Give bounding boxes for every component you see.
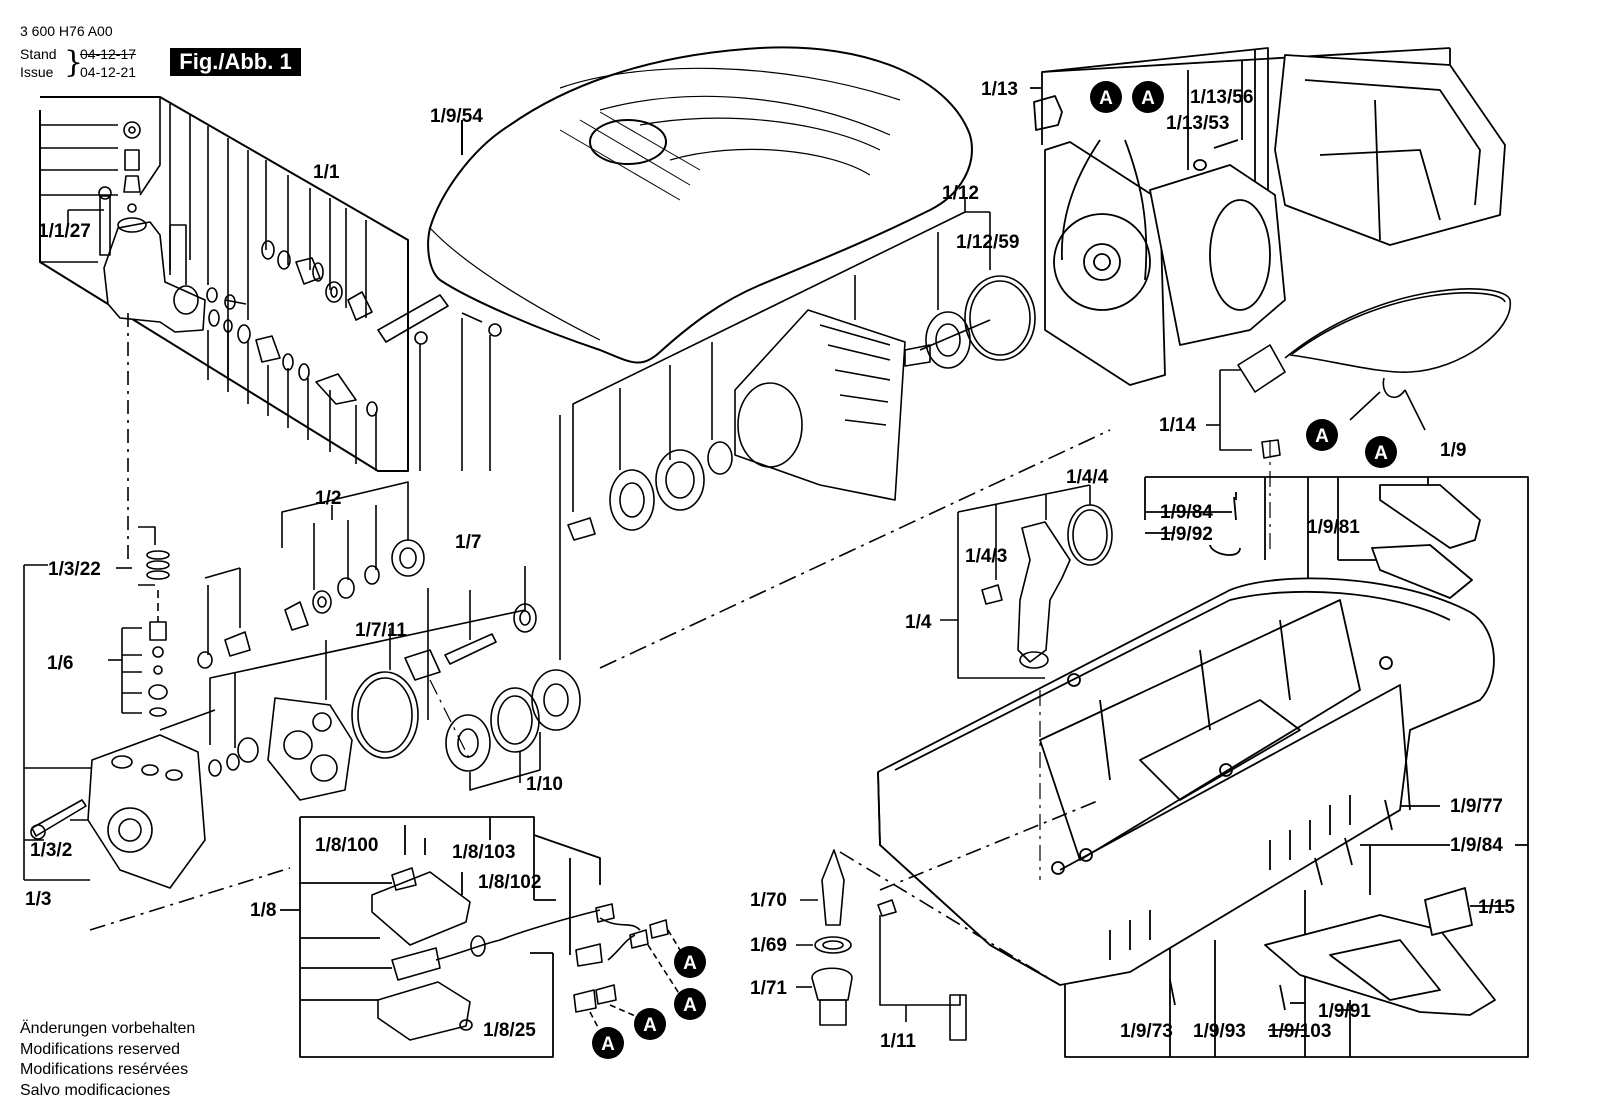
notes-block: Änderungen vorbehalten Modifications res… [20,1019,195,1101]
note-line: Modifications reserved [20,1040,181,1058]
issue-label: Issue [20,64,54,80]
label-1-11: 1/11 [880,1031,916,1052]
label-1-15: 1/15 [1478,897,1515,918]
label-1-1-27: 1/1/27 [38,221,91,242]
label-1-3-2: 1/3/2 [30,840,72,861]
label-1-3: 1/3 [25,889,51,910]
label-1-9-54: 1/9/54 [430,106,483,127]
pump-head-part [98,121,206,333]
issue-date: 04-12-21 [80,64,137,80]
svg-text:A: A [683,953,697,974]
label-1-8-25: 1/8/25 [483,1020,536,1041]
frame-1-4 [940,484,1113,679]
connector-marker-a: A [1365,436,1397,468]
label-1-7-11: 1/7/11 [355,620,407,641]
label-1-9-92: 1/9/92 [1160,524,1213,545]
label-1-13: 1/13 [981,79,1018,100]
cover-1-9-54 [427,46,973,364]
label-1-4-3: 1/4/3 [965,546,1007,567]
svg-text:A: A [1315,426,1329,447]
label-1-13-56: 1/13/56 [1190,87,1253,108]
frame-1-13 [1030,47,1451,386]
frame-1-14 [1206,288,1511,459]
connector-marker-a: A [1132,81,1164,113]
control-module [371,867,684,1041]
label-1-13-53: 1/13/53 [1166,113,1229,134]
frame-1-3 [23,526,170,881]
frame-1-12 [567,198,1111,669]
frame-1-7 [197,566,537,801]
connector-marker-a: A [634,1008,666,1040]
connector-marker-a: A [674,988,706,1020]
svg-text:A: A [1141,88,1155,109]
label-1-8-100: 1/8/100 [315,835,378,856]
document-number: 3 600 H76 A00 [20,23,113,39]
motor-cover-part [1274,54,1506,246]
label-1-10: 1/10 [526,774,563,795]
figure-label: Fig./Abb. 1 [170,48,301,76]
label-1-9-91: 1/9/91 [1318,1001,1371,1022]
label-1-71: 1/71 [750,978,787,999]
label-1-9-73: 1/9/73 [1120,1021,1173,1042]
label-1-3-22: 1/3/22 [48,559,101,580]
svg-text:A: A [683,995,697,1016]
pump-housing [87,709,291,931]
frame-1-10 [445,415,581,791]
note-line: Änderungen vorbehalten [20,1020,196,1037]
label-1-9-93: 1/9/93 [1193,1021,1246,1042]
svg-text:A: A [1099,88,1113,109]
note-line: Modifications resérvées [20,1061,189,1078]
label-1-9-77: 1/9/77 [1450,796,1503,817]
connector-marker-a: A [592,1027,624,1059]
leaders-1-1 [40,97,491,560]
frame-1-8 [280,816,601,1058]
note-line: Salvo modificaciones [20,1081,171,1099]
label-1-12-59: 1/12/59 [956,232,1019,253]
fittings [796,799,1101,1041]
svg-text:A: A [601,1034,615,1055]
label-1-9-103: 1/9/103 [1268,1021,1331,1042]
stand-date: 04-12-17 [80,46,137,62]
frame-1-2 [281,481,425,631]
label-1-4: 1/4 [905,612,932,633]
svg-text:A: A [643,1015,657,1036]
label-1-8-103: 1/8/103 [452,842,515,863]
label-1-7: 1/7 [455,532,481,553]
guide-lines [429,440,1271,880]
label-1-14: 1/14 [1159,415,1196,436]
label-1-1: 1/1 [313,162,340,183]
label-1-9-81: 1/9/81 [1307,517,1360,538]
label-1-4-4: 1/4/4 [1066,467,1109,488]
connector-markers: A A A A A A A [592,81,1397,1059]
label-1-9-84-bottom: 1/9/84 [1450,835,1503,856]
svg-text:A: A [1374,443,1388,464]
connector-marker-a: A [1306,419,1338,451]
connector-marker-a: A [674,946,706,978]
label-1-8: 1/8 [250,900,276,921]
label-1-6: 1/6 [47,653,73,674]
part-labels: 1/1 1/1/27 1/2 1/3/22 1/6 1/3/2 1/3 1/7 … [25,79,1515,1052]
frame-1-1 [39,96,409,472]
label-1-9: 1/9 [1440,440,1466,461]
label-1-70: 1/70 [750,890,787,911]
label-1-8-102: 1/8/102 [478,872,541,893]
stand-label: Stand [20,46,57,62]
label-1-12: 1/12 [942,183,979,204]
label-1-2: 1/2 [315,488,341,509]
label-1-9-84-top: 1/9/84 [1160,502,1213,523]
brace-symbol: } [64,45,84,80]
label-1-69: 1/69 [750,935,787,956]
connector-marker-a: A [1090,81,1122,113]
base-tray-part [877,484,1496,1016]
